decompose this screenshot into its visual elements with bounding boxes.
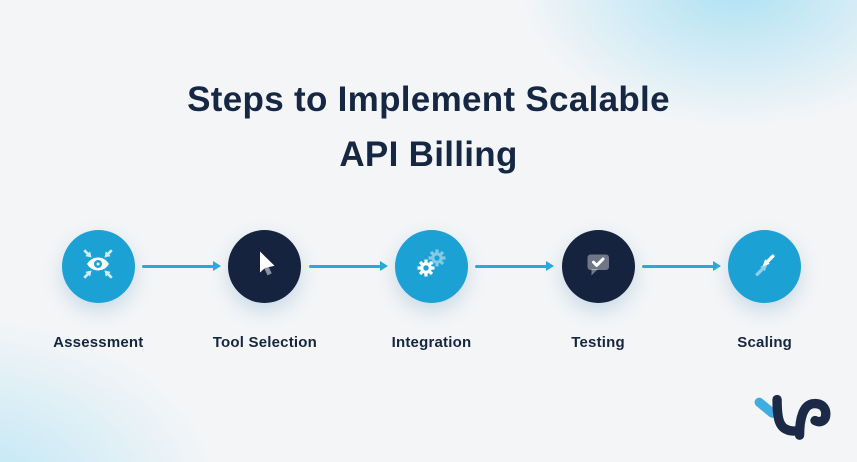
step-label-assessment: Assessment — [53, 334, 144, 351]
step-circle-assessment — [61, 230, 135, 303]
arrow-connector-4 — [641, 261, 721, 271]
arrow-connector-1 — [142, 261, 221, 271]
gears-icon — [413, 246, 449, 287]
step-circle-tool-selection — [228, 230, 302, 303]
page-title: Steps to Implement Scalable API Billing — [0, 72, 857, 182]
step-tool-selection: Tool Selection — [182, 230, 349, 351]
step-label-integration: Integration — [391, 334, 472, 351]
arrow-connector-3 — [475, 261, 555, 271]
converging-arrows-icon — [747, 246, 783, 287]
cursor-pointer-icon — [250, 249, 280, 284]
arrow-connector-2 — [308, 261, 388, 271]
step-circle-testing — [561, 230, 635, 303]
step-circle-scaling — [728, 230, 802, 303]
step-label-scaling: Scaling — [737, 334, 793, 351]
step-scaling: Scaling — [681, 230, 848, 351]
tro-logo — [748, 394, 838, 450]
step-integration: Integration — [348, 230, 515, 351]
step-label-testing: Testing — [571, 334, 625, 351]
step-testing: Testing — [515, 230, 682, 351]
chat-checkmark-icon — [580, 246, 616, 287]
step-circle-integration — [394, 230, 468, 303]
page-title-line2: API Billing — [339, 135, 518, 174]
step-assessment: Assessment — [15, 230, 182, 351]
page-title-line1: Steps to Implement Scalable — [187, 80, 670, 119]
focus-eye-icon — [79, 245, 117, 288]
process-steps-row: Assessment Tool Selection — [15, 230, 848, 351]
step-label-tool-selection: Tool Selection — [212, 334, 317, 351]
